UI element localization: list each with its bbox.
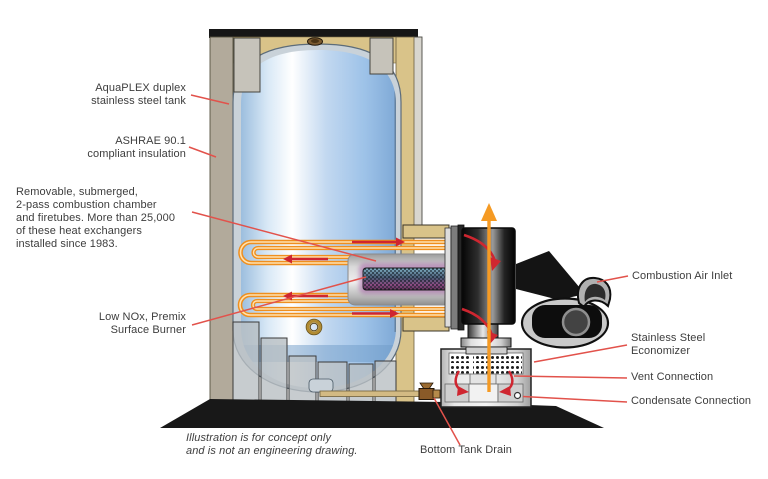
vent-connection-port (469, 373, 497, 385)
label-vent-connection: Vent Connection (631, 371, 714, 383)
jacket-panel-left (233, 37, 261, 93)
leader-tank (190, 94, 230, 105)
blower-motor (561, 307, 591, 337)
leader-insulation (188, 146, 217, 158)
leader-lines (188, 94, 629, 446)
insulation-collar-bottom (402, 316, 450, 332)
bottom-tank-drain-valve (319, 382, 441, 400)
leader-vent (513, 375, 628, 379)
combustion-chamber (347, 253, 453, 306)
insulation-collar-top (402, 224, 450, 239)
base-skirt-panels (232, 321, 397, 403)
firetube-flow-arrows (283, 237, 405, 318)
leader-air-inlet (596, 275, 629, 283)
label-insulation: ASHRAE 90.1 compliant insulation (87, 135, 186, 160)
burner-neck (460, 323, 512, 355)
label-economizer: Stainless Steel Economizer (631, 332, 706, 357)
leader-condensate (522, 395, 628, 403)
economizer (440, 348, 532, 408)
leader-burner (191, 276, 367, 326)
firetubes-upper (238, 239, 447, 266)
floor (160, 399, 604, 428)
vent-exhaust-arrow (481, 203, 497, 392)
label-condensate-connection: Condensate Connection (631, 395, 752, 407)
firetubes-lower (237, 292, 447, 318)
leader-drain (433, 397, 461, 446)
top-fitting (307, 37, 323, 46)
combustion-air-blower (520, 276, 612, 349)
label-burner: Low NOx, Premix Surface Burner (98, 311, 186, 336)
drain-pipe (319, 390, 421, 397)
tank-top-cap (209, 29, 418, 38)
jacket-panel-right (369, 37, 394, 75)
drain-nozzle (308, 378, 334, 393)
leader-heat-exchanger (191, 211, 377, 262)
air-duct (516, 251, 585, 300)
label-combustion-air-inlet: Combustion Air Inlet (632, 270, 733, 282)
label-heat-exchanger: Removable, submerged, 2-pass combustion … (16, 186, 176, 250)
burner-mesh (362, 267, 453, 291)
tank-wall-line-right (394, 70, 396, 332)
label-tank: AquaPLEX duplex stainless steel tank (91, 82, 186, 107)
economizer-flow-arrows (454, 370, 514, 396)
leader-economizer (533, 344, 628, 363)
label-disclaimer-note: Illustration is for concept only and is … (186, 432, 358, 457)
tube-sheet-flange (444, 224, 465, 331)
label-bottom-tank-drain: Bottom Tank Drain (420, 444, 512, 456)
tank-water (241, 50, 396, 388)
condensate-connection-port (513, 391, 522, 400)
ring-fitting (305, 318, 323, 336)
